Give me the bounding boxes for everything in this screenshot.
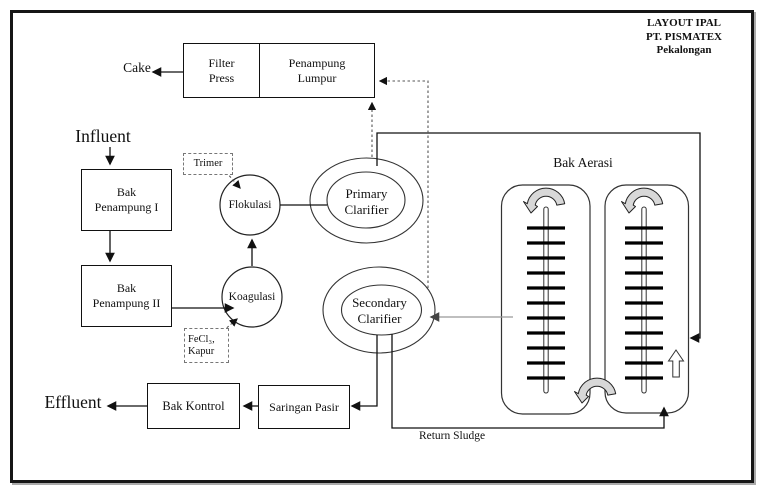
filter-press-box: Filter Press — [184, 44, 260, 97]
penampung-lumpur-box: Penampung Lumpur — [288, 55, 346, 85]
trimer-box: Trimer — [183, 153, 233, 175]
rotor-arrow-icon — [621, 187, 664, 214]
aerator-bars-2 — [625, 226, 663, 380]
bak-kontrol-box: Bak Kontrol — [147, 383, 240, 429]
trimer-dosing-arrow — [225, 171, 241, 189]
bak-aerasi-label: Bak Aerasi — [553, 155, 613, 170]
bak-penampung-2-box: Bak Penampung II — [81, 265, 172, 327]
secondary-to-saringan-line — [350, 335, 378, 411]
koagulasi-shape — [221, 266, 283, 328]
primary-clarifier-label: Primary Clarifier — [344, 186, 389, 217]
secondary-clarifier-label: Secondary Clarifier — [352, 295, 407, 326]
primary-to-aeration-line — [376, 132, 701, 343]
koagulasi-label: Koagulasi — [228, 291, 276, 303]
title-block: LAYOUT IPAL PT. PISMATEX Pekalongan — [646, 17, 722, 56]
aerator-shaft-1 — [527, 206, 565, 394]
flokulasi-label: Flokulasi — [228, 199, 272, 211]
saringan-pasir-box: Saringan Pasir — [258, 385, 350, 429]
upflow-arrow-icon — [667, 349, 685, 378]
aerator-bars-1 — [527, 226, 565, 380]
secondary-clarifier-shape — [322, 266, 436, 354]
primary-clarifier-shape — [309, 157, 424, 244]
bak-penampung-1-box: Bak Penampung I — [81, 169, 172, 231]
aerator-shaft-2 — [625, 206, 663, 394]
fecl-kapur-box: FeCl₃, Kapur — [184, 328, 229, 363]
cake-label: Cake — [123, 60, 151, 75]
return-sludge-label: Return Sludge — [418, 430, 486, 442]
rotor-arrow-icon — [523, 187, 566, 214]
tank-transfer-arrow-icon — [574, 377, 617, 404]
fecl-dosing-arrow — [222, 318, 238, 332]
return-sludge-line — [391, 334, 669, 429]
influent-label: Influent — [75, 126, 131, 146]
secondary-sludge-dashed-line — [378, 76, 429, 288]
effluent-label: Effluent — [44, 392, 102, 412]
sludge-handling-box: Filter Press Penampung Lumpur — [183, 43, 375, 98]
